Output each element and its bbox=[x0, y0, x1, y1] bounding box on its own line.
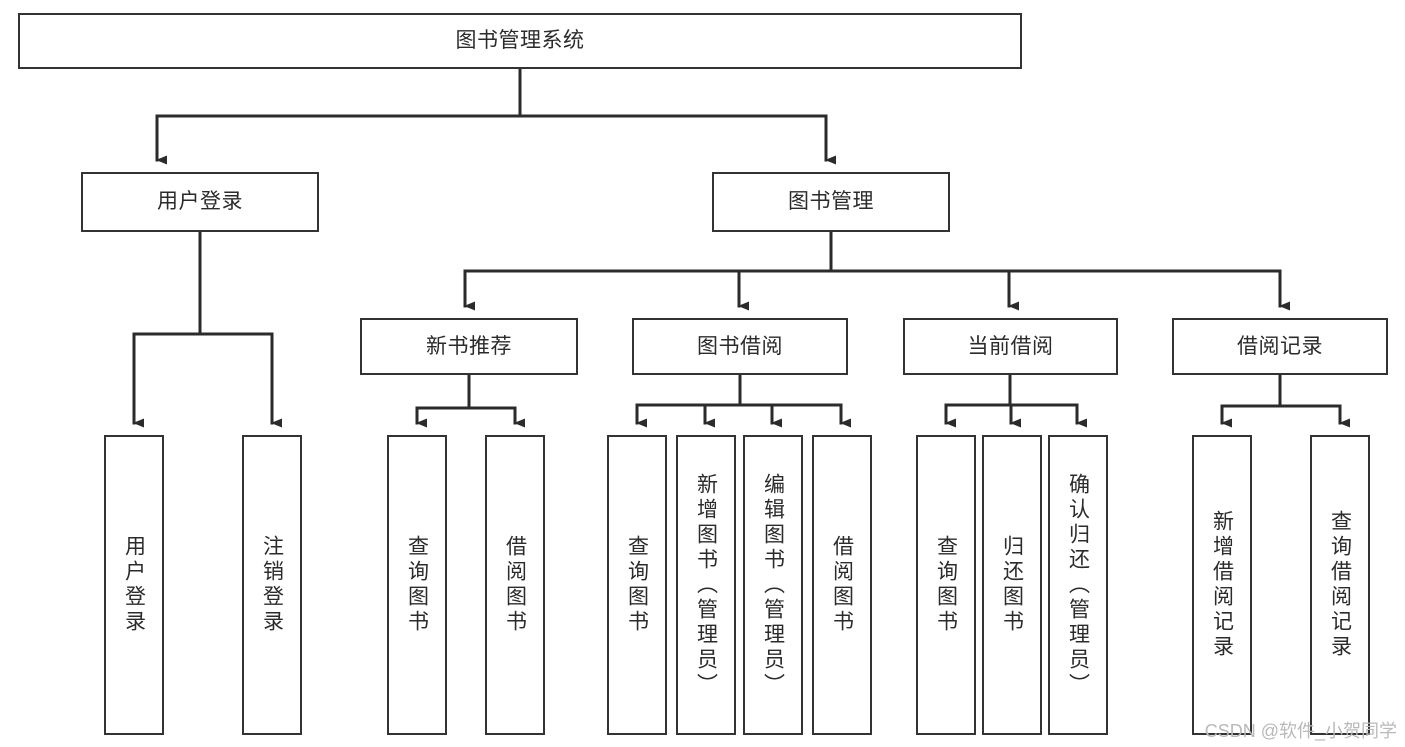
node-current-borrow[interactable]: 当前借阅 bbox=[903, 318, 1118, 375]
leaf-query-book-2-label: 查询图书 bbox=[625, 535, 649, 635]
leaf-query-book-1[interactable]: 查询图书 bbox=[387, 435, 447, 735]
leaf-borrow-book-2-label: 借阅图书 bbox=[830, 535, 854, 635]
leaf-return-book-label: 归还图书 bbox=[1000, 535, 1024, 635]
node-current-borrow-label: 当前借阅 bbox=[967, 334, 1054, 358]
node-borrow-record-label: 借阅记录 bbox=[1237, 334, 1323, 358]
leaf-add-book[interactable]: 新增图书（管理员） bbox=[676, 435, 736, 735]
node-root[interactable]: 图书管理系统 bbox=[18, 13, 1022, 69]
leaf-query-book-3[interactable]: 查询图书 bbox=[916, 435, 976, 735]
node-borrow-record[interactable]: 借阅记录 bbox=[1172, 318, 1388, 375]
leaf-borrow-book-2[interactable]: 借阅图书 bbox=[812, 435, 872, 735]
leaf-borrow-book-1[interactable]: 借阅图书 bbox=[485, 435, 545, 735]
leaf-add-record[interactable]: 新增借阅记录 bbox=[1192, 435, 1252, 735]
leaf-query-book-2[interactable]: 查询图书 bbox=[607, 435, 667, 735]
node-book-borrow-label: 图书借阅 bbox=[697, 334, 783, 358]
node-user-login-label: 用户登录 bbox=[157, 190, 243, 214]
leaf-user-login-label: 用户登录 bbox=[122, 535, 146, 635]
leaf-confirm-return-label: 确认归还（管理员） bbox=[1066, 472, 1090, 698]
node-book-manage-label: 图书管理 bbox=[788, 190, 874, 214]
leaf-logout-label: 注销登录 bbox=[260, 535, 284, 635]
node-new-book-recommend[interactable]: 新书推荐 bbox=[360, 318, 578, 375]
leaf-add-book-label: 新增图书（管理员） bbox=[694, 472, 718, 698]
node-book-borrow[interactable]: 图书借阅 bbox=[632, 318, 848, 375]
leaf-confirm-return[interactable]: 确认归还（管理员） bbox=[1048, 435, 1108, 735]
node-book-manage[interactable]: 图书管理 bbox=[712, 172, 950, 232]
leaf-logout[interactable]: 注销登录 bbox=[242, 435, 302, 735]
node-user-login[interactable]: 用户登录 bbox=[81, 172, 319, 232]
node-root-label: 图书管理系统 bbox=[455, 29, 585, 53]
leaf-edit-book-label: 编辑图书（管理员） bbox=[761, 472, 785, 698]
leaf-edit-book[interactable]: 编辑图书（管理员） bbox=[743, 435, 803, 735]
leaf-add-record-label: 新增借阅记录 bbox=[1210, 510, 1234, 660]
leaf-query-record[interactable]: 查询借阅记录 bbox=[1310, 435, 1370, 735]
leaf-query-book-1-label: 查询图书 bbox=[405, 535, 429, 635]
leaf-query-record-label: 查询借阅记录 bbox=[1328, 510, 1352, 660]
leaf-query-book-3-label: 查询图书 bbox=[934, 535, 958, 635]
leaf-return-book[interactable]: 归还图书 bbox=[982, 435, 1042, 735]
node-new-book-recommend-label: 新书推荐 bbox=[426, 334, 512, 358]
leaf-borrow-book-1-label: 借阅图书 bbox=[503, 535, 527, 635]
leaf-user-login[interactable]: 用户登录 bbox=[104, 435, 164, 735]
